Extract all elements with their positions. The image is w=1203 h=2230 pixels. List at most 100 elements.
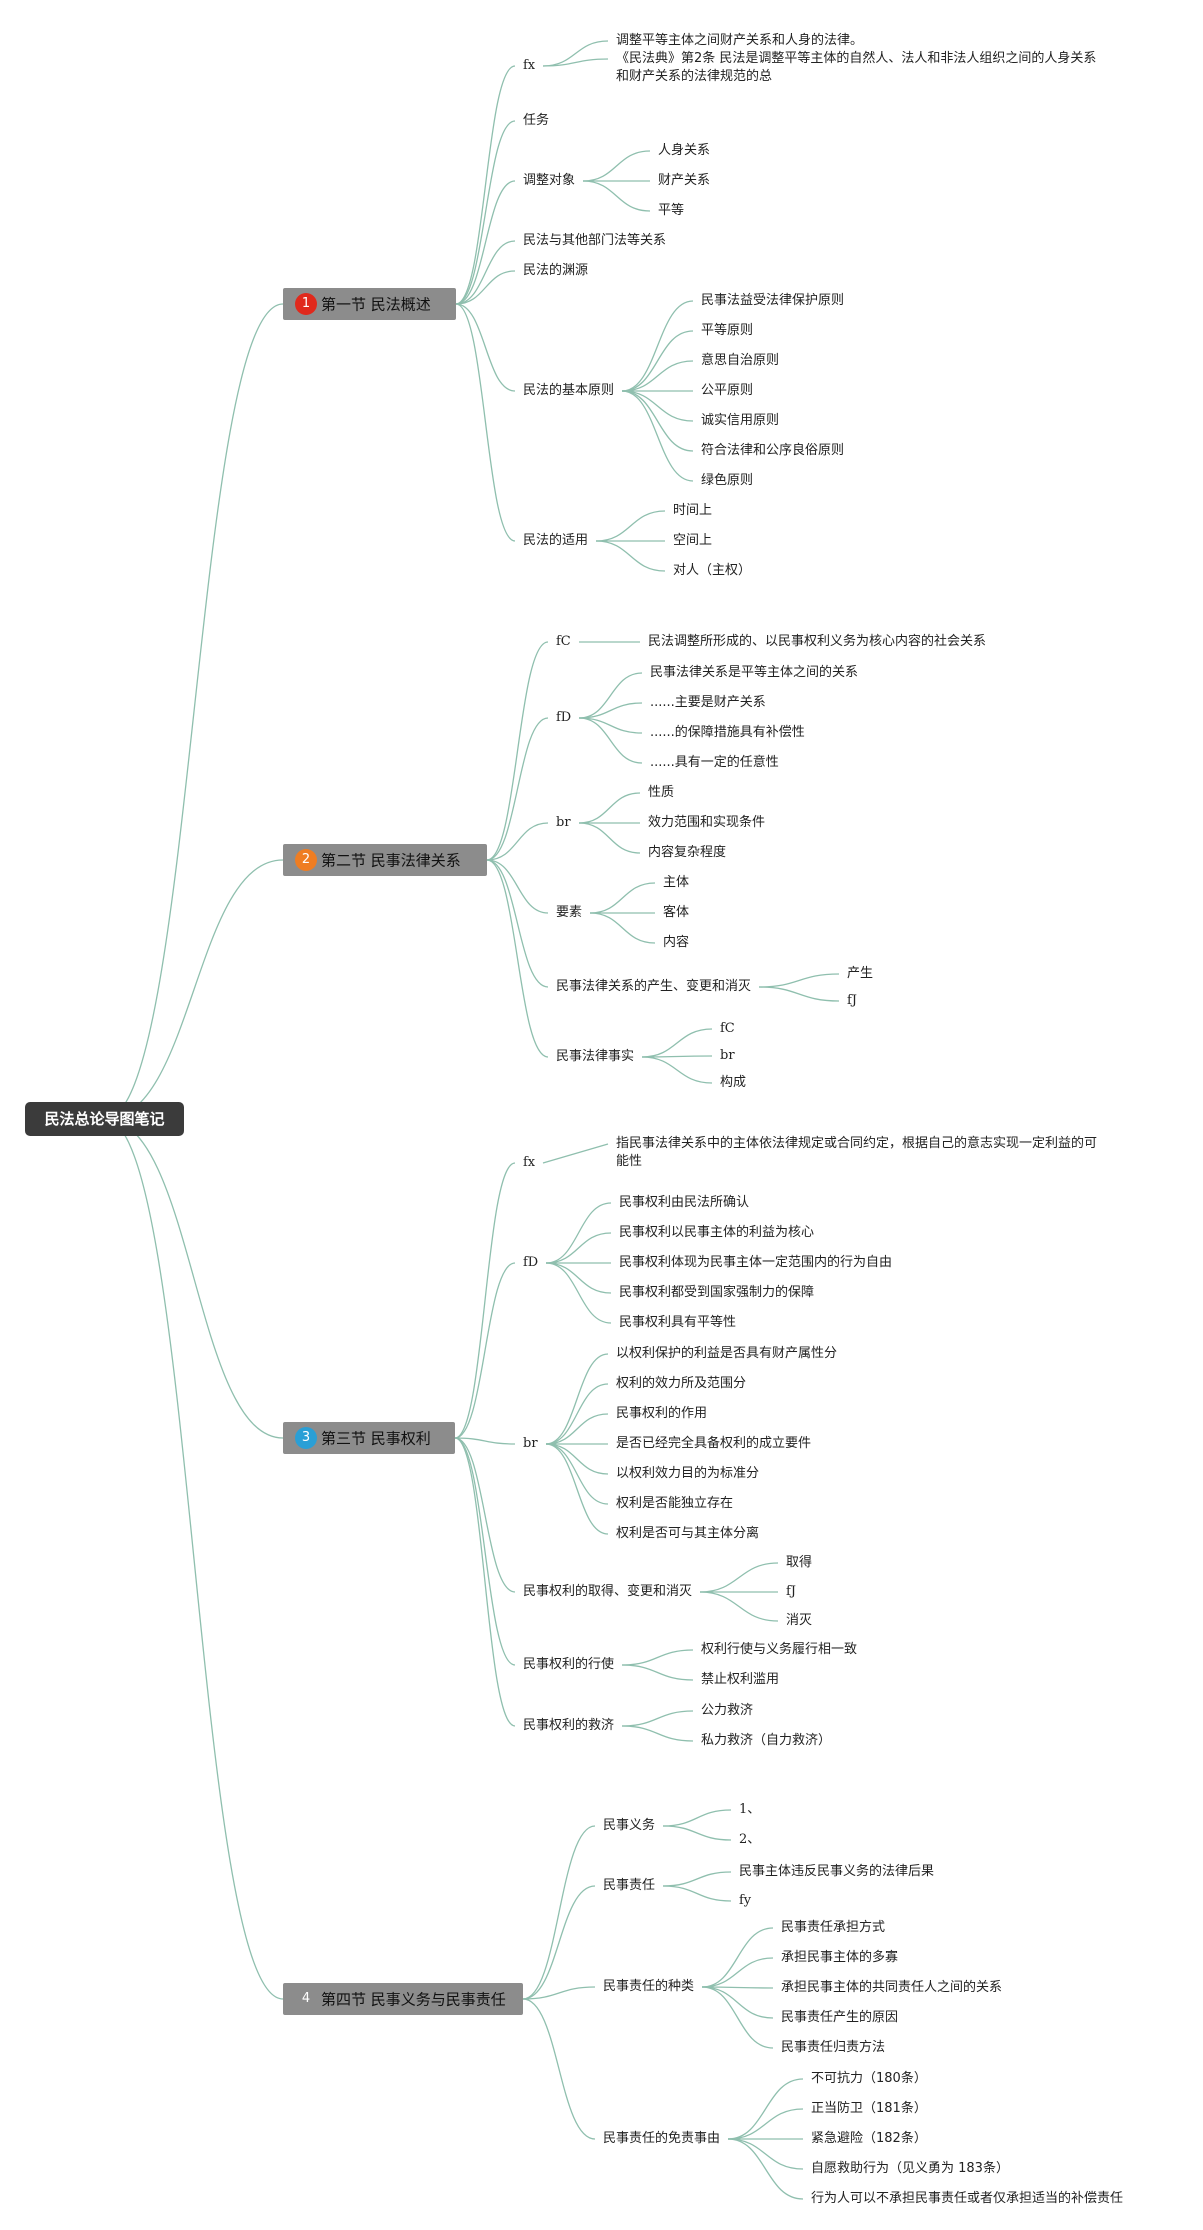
subtopic-node[interactable]: 符合法律和公序良俗原则 <box>701 443 845 458</box>
subtopic-node[interactable]: 民法调整所形成的、以民事权利义务为核心内容的社会关系 <box>648 634 987 649</box>
subtopic-node[interactable]: 私力救济（自力救济） <box>701 1733 832 1748</box>
subtopic-node[interactable]: 民事法律关系是平等主体之间的关系 <box>650 665 859 680</box>
subtopic-node[interactable]: 民事权利都受到国家强制力的保障 <box>619 1285 815 1300</box>
topic-node[interactable]: fC <box>556 634 571 649</box>
subtopic-node[interactable]: 平等原则 <box>701 323 754 338</box>
subtopic-node[interactable]: 承担民事主体的共同责任人之间的关系 <box>781 1980 1003 1995</box>
subtopic-node[interactable]: 客体 <box>663 905 690 920</box>
topic-node[interactable]: 任务 <box>523 113 550 128</box>
topic-node[interactable]: 民事责任的种类 <box>603 1979 695 1994</box>
subtopic-node[interactable]: ......具有一定的任意性 <box>650 755 779 770</box>
subtopic-node[interactable]: 时间上 <box>673 503 713 518</box>
subtopic-node[interactable]: 民事法益受法律保护原则 <box>701 293 845 308</box>
subtopic-node[interactable]: 《民法典》第2条 民法是调整平等主体的自然人、法人和非法人组织之间的人身关系和财… <box>616 51 1097 84</box>
topic-node[interactable]: 民事权利的救济 <box>523 1718 615 1733</box>
subtopic-node[interactable]: 2、 <box>739 1832 761 1847</box>
subtopic-node[interactable]: 财产关系 <box>658 173 711 188</box>
subtopic-node[interactable]: 绿色原则 <box>701 473 754 488</box>
subtopic-node[interactable]: 权利是否能独立存在 <box>616 1496 734 1511</box>
subtopic-node[interactable]: fy <box>739 1893 752 1908</box>
subtopic-node[interactable]: 以权利效力目的为标准分 <box>616 1466 760 1481</box>
subtopic-node[interactable]: 民事责任产生的原因 <box>781 2010 899 2025</box>
topic-node[interactable]: 民事责任 <box>603 1878 656 1893</box>
topic-node[interactable]: 民事法律事实 <box>556 1049 635 1064</box>
subtopic-node[interactable]: 行为人可以不承担民事责任或者仅承担适当的补偿责任 <box>811 2191 1124 2206</box>
subtopic-node[interactable]: 空间上 <box>673 533 713 548</box>
subtopic-node[interactable]: 紧急避险（182条） <box>811 2131 927 2146</box>
topic-node[interactable]: 民事责任的免责事由 <box>603 2131 721 2146</box>
subtopic-node[interactable]: 民事责任归责方法 <box>781 2040 886 2055</box>
subtopic-node[interactable]: 产生 <box>847 966 874 981</box>
topic-node[interactable]: 民事法律关系的产生、变更和消灭 <box>556 979 752 994</box>
topic-node[interactable]: 民法与其他部门法等关系 <box>523 233 667 248</box>
topic-node[interactable]: fD <box>556 710 572 725</box>
subtopic-node[interactable]: 消灭 <box>786 1613 813 1628</box>
subtopic-node[interactable]: fJ <box>786 1584 797 1599</box>
subtopic-node[interactable]: 不可抗力（180条） <box>811 2071 927 2086</box>
connector-line <box>545 1443 609 1535</box>
subtopic-node[interactable]: 调整平等主体之间财产关系和人身的法律。 <box>616 33 864 48</box>
connector-line <box>589 912 656 944</box>
subtopic-node[interactable]: 意思自治原则 <box>701 353 780 368</box>
subtopic-node[interactable]: 取得 <box>786 1555 813 1570</box>
subtopic-node[interactable]: 权利是否可与其主体分离 <box>616 1526 760 1541</box>
subtopic-node[interactable]: 权利行使与义务履行相一致 <box>701 1642 858 1657</box>
topic-node[interactable]: 民事义务 <box>603 1818 656 1833</box>
topic-node[interactable]: br <box>523 1436 538 1451</box>
connector-line <box>545 1262 612 1294</box>
subtopic-node[interactable]: 性质 <box>648 785 675 800</box>
connector-line <box>104 1118 284 2000</box>
subtopic-node[interactable]: ......主要是财产关系 <box>650 695 766 710</box>
topic-node[interactable]: 民法的渊源 <box>523 263 589 278</box>
subtopic-node[interactable]: 主体 <box>663 875 690 890</box>
subtopic-node[interactable]: 1、 <box>739 1802 761 1817</box>
subtopic-node[interactable]: 公平原则 <box>701 383 754 398</box>
subtopic-node[interactable]: 禁止权利滥用 <box>701 1672 780 1687</box>
connector-line <box>595 540 666 572</box>
subtopic-node[interactable]: 是否已经完全具备权利的成立要件 <box>616 1436 812 1451</box>
subtopic-node[interactable]: fC <box>720 1021 735 1036</box>
topic-node[interactable]: 调整对象 <box>523 173 576 188</box>
subtopic-node[interactable]: fJ <box>847 993 858 1008</box>
topic-node[interactable]: 要素 <box>556 905 583 920</box>
subtopic-node[interactable]: 权利的效力所及范围分 <box>616 1376 747 1391</box>
subtopic-node[interactable]: 民事权利的作用 <box>616 1406 708 1421</box>
topic-node[interactable]: fx <box>523 58 536 73</box>
subtopic-node[interactable]: 构成 <box>720 1075 747 1090</box>
subtopic-node[interactable]: 民事主体违反民事义务的法律后果 <box>739 1864 935 1879</box>
subtopic-node[interactable]: 以权利保护的利益是否具有财产属性分 <box>616 1346 838 1361</box>
subtopic-node[interactable]: 内容 <box>663 935 690 950</box>
subtopic-node[interactable]: 诚实信用原则 <box>701 413 780 428</box>
topic-node[interactable]: 民法的基本原则 <box>523 383 615 398</box>
subtopic-node[interactable]: 自愿救助行为（见义勇为 183条） <box>811 2161 1009 2176</box>
subtopic-node[interactable]: 民事权利由民法所确认 <box>619 1195 750 1210</box>
subtopic-node[interactable]: 人身关系 <box>658 143 711 158</box>
subtopic-node[interactable]: 承担民事主体的多寡 <box>781 1950 899 1965</box>
topic-node[interactable]: 民法的适用 <box>523 533 589 548</box>
topic-node[interactable]: fx <box>523 1155 536 1170</box>
subtopic-node[interactable]: 对人（主权） <box>673 563 752 578</box>
topic-node[interactable]: br <box>556 815 571 830</box>
subtopic-node[interactable]: 民事权利具有平等性 <box>619 1315 737 1330</box>
subtopic-node[interactable]: 正当防卫（181条） <box>811 2101 927 2116</box>
subtopic-node[interactable]: 内容复杂程度 <box>648 845 727 860</box>
subtopic-node[interactable]: br <box>720 1048 735 1063</box>
subtopic-node[interactable]: 效力范围和实现条件 <box>648 815 766 830</box>
subtopic-node[interactable]: 民事权利以民事主体的利益为核心 <box>619 1225 815 1240</box>
connector-line <box>621 1649 694 1666</box>
connector-line <box>522 1885 596 2000</box>
topic-node[interactable]: fD <box>523 1255 539 1270</box>
subtopic-node[interactable]: 民事责任承担方式 <box>781 1920 886 1935</box>
subtopic-node[interactable]: 公力救济 <box>701 1703 754 1718</box>
topic-node[interactable]: 民事权利的取得、变更和消灭 <box>523 1584 693 1599</box>
subtopic-node[interactable]: 平等 <box>658 203 685 218</box>
subtopic-node[interactable]: ......的保障措施具有补偿性 <box>650 725 805 740</box>
topic-node[interactable]: 民事权利的行使 <box>523 1657 615 1672</box>
root-node[interactable]: 民法总论导图笔记 <box>25 1102 184 1136</box>
subtopic-node[interactable]: 民事权利体现为民事主体一定范围内的行为自由 <box>619 1255 893 1270</box>
subtopic-node[interactable]: 指民事法律关系中的主体依法律规定或合同约定，根据自己的意志实现一定利益的可能性 <box>616 1136 1098 1169</box>
